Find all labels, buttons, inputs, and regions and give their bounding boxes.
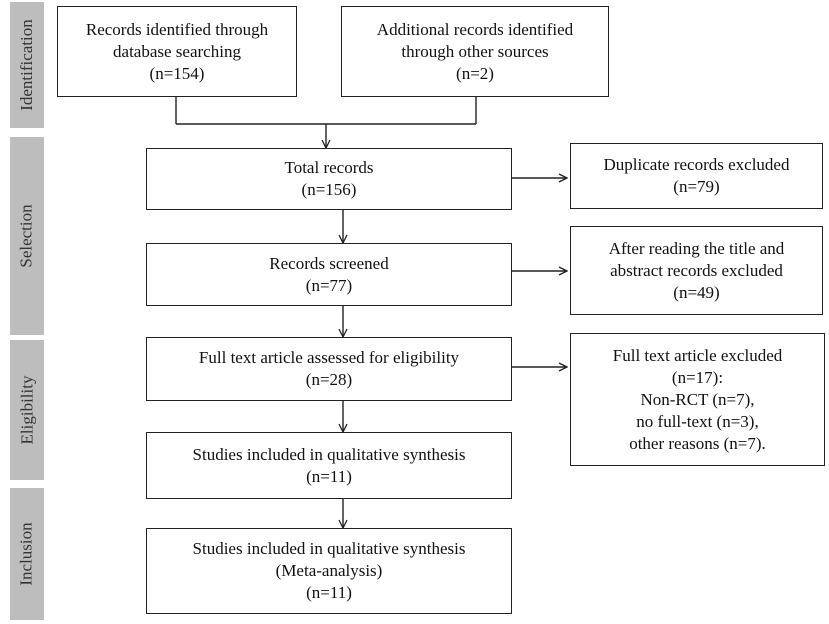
phase-selection: Selection: [10, 137, 44, 335]
box-text-line: (n=77): [305, 275, 353, 295]
box-other-sources: Additional records identified through ot…: [341, 6, 609, 97]
box-text-line: (n=79): [673, 177, 720, 196]
box-text-line: (n=2): [456, 63, 494, 83]
phase-eligibility: Eligibility: [10, 340, 44, 480]
box-meta-analysis: Studies included in qualitative synthesi…: [146, 528, 512, 614]
box-text-line: (n=11): [306, 583, 352, 602]
phase-identification: Identification: [10, 2, 44, 128]
box-total-records: Total records (n=156): [146, 148, 512, 210]
box-database-records: Records identified through database sear…: [57, 6, 297, 97]
box-title-abstract-excluded: After reading the title and abstract rec…: [570, 226, 823, 315]
box-text-line: other reasons (n=7).: [629, 433, 766, 453]
box-text-line: through other sources: [401, 41, 549, 61]
box-text-line: Studies included in qualitative synthesi…: [192, 539, 466, 558]
box-text-line: abstract records excluded: [610, 260, 783, 280]
box-text-line: Studies included in qualitative synthesi…: [192, 444, 466, 464]
box-text-line: Non-RCT (n=7),: [640, 389, 755, 409]
box-text-line: Full text article assessed for eligibili…: [198, 348, 460, 367]
box-text-line: After reading the title and: [608, 238, 785, 258]
box-text-line: Total records: [284, 158, 374, 177]
box-text-line: Additional records identified: [376, 19, 574, 39]
box-full-text-excluded: Full text article excluded (n=17): Non-R…: [570, 333, 825, 466]
box-text-line: Records identified through: [85, 19, 269, 39]
box-duplicates-excluded: Duplicate records excluded (n=79): [570, 143, 823, 209]
box-text-line: (Meta-analysis): [275, 561, 383, 580]
box-text-line: (n=154): [149, 63, 205, 83]
box-full-text-assessed: Full text article assessed for eligibili…: [146, 337, 512, 401]
phase-inclusion: Inclusion: [10, 488, 44, 620]
box-text-line: Duplicate records excluded: [603, 155, 790, 174]
box-text-line: (n=156): [301, 180, 357, 199]
box-text-line: (n=49): [673, 282, 720, 302]
box-text-line: Records screened: [269, 253, 389, 273]
box-text-line: no full-text (n=3),: [636, 411, 759, 431]
box-qualitative-synthesis: Studies included in qualitative synthesi…: [146, 432, 512, 499]
box-text-line: database searching: [113, 41, 241, 61]
box-text-line: Full text article excluded: [612, 345, 783, 365]
box-text-line: (n=17):: [671, 367, 724, 387]
box-records-screened: Records screened (n=77): [146, 243, 512, 306]
box-text-line: (n=11): [306, 466, 352, 486]
box-text-line: (n=28): [305, 370, 353, 389]
